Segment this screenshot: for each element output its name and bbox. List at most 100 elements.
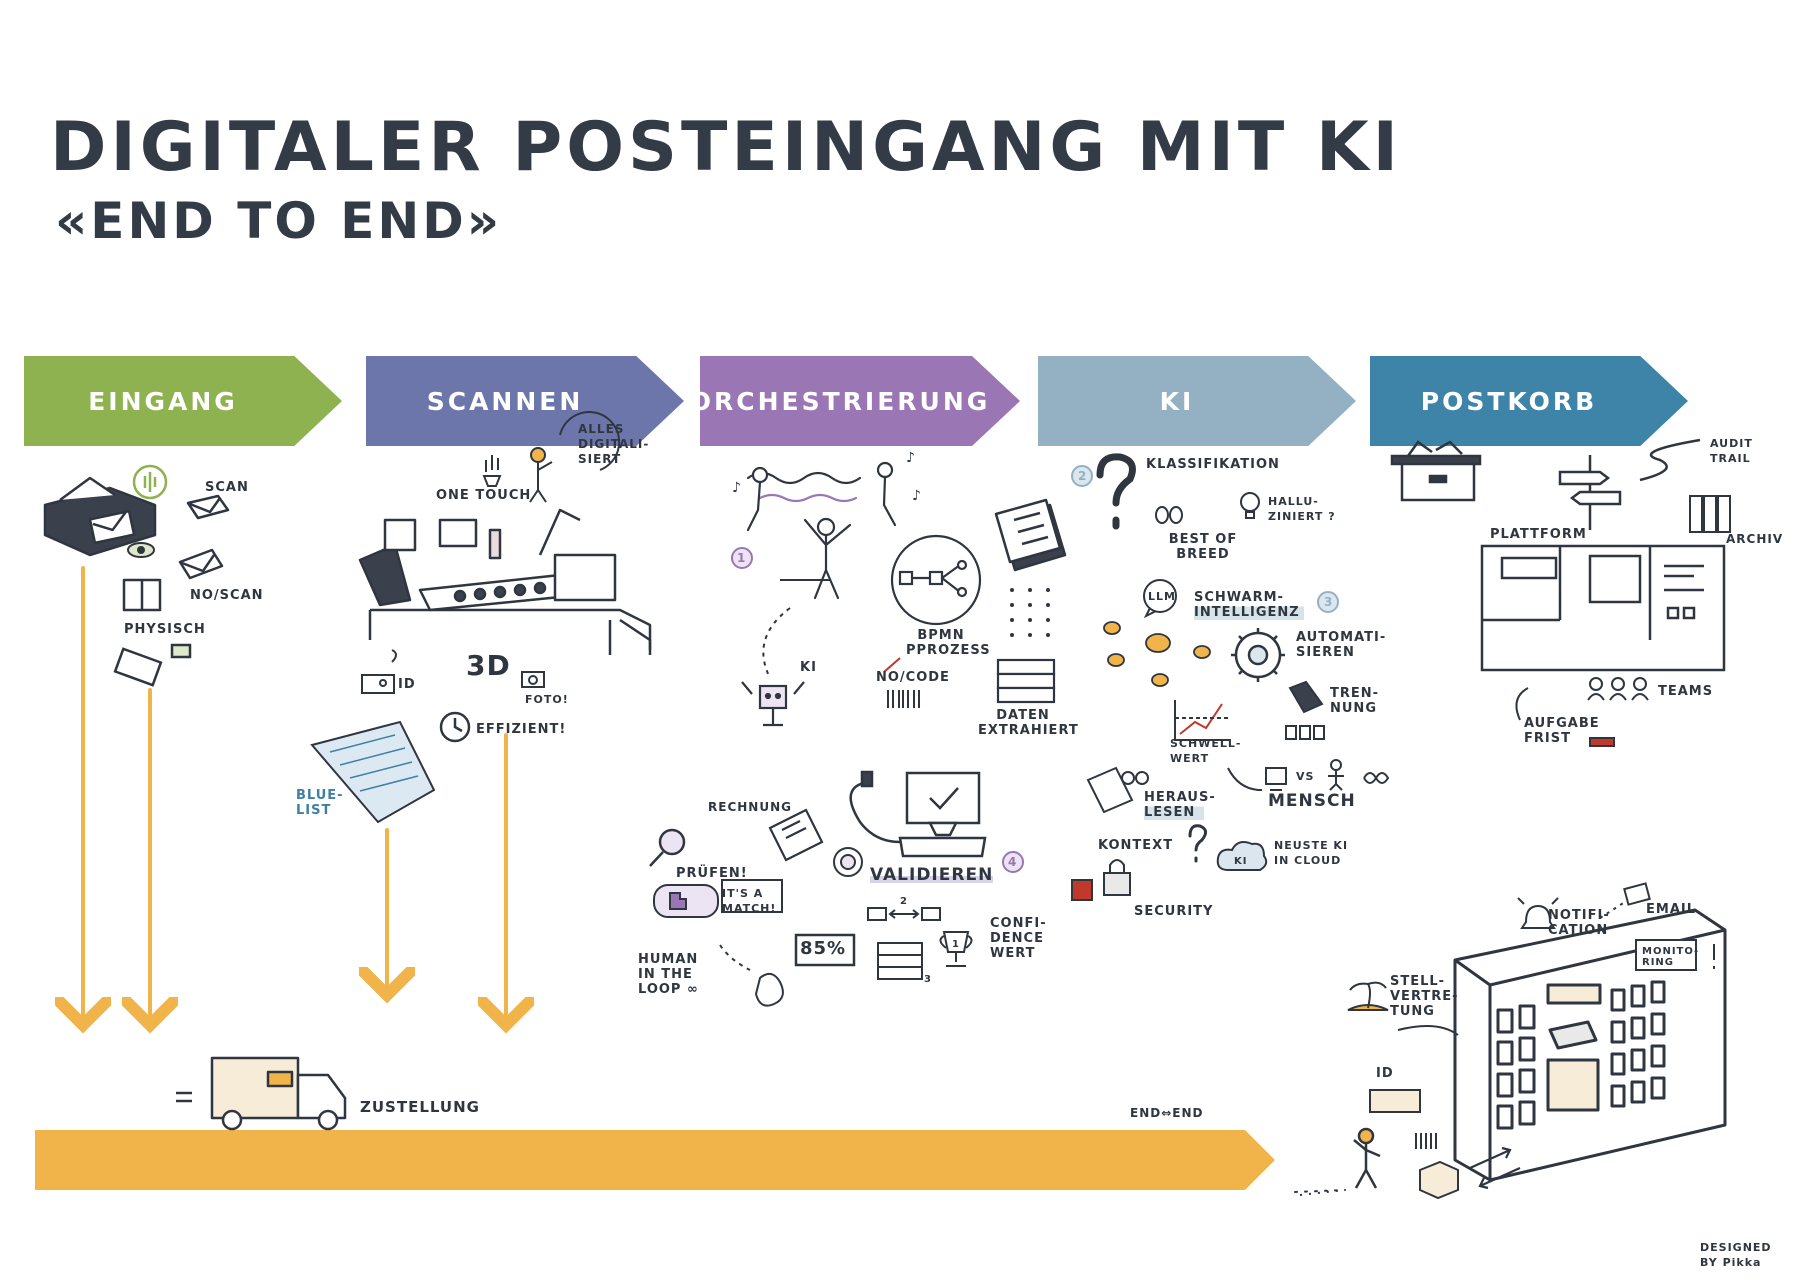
label-neuste-ki: NEUSTE KI IN CLOUD bbox=[1274, 839, 1349, 867]
island-vacation-icon bbox=[1347, 981, 1459, 1036]
puzzle-match-icon bbox=[653, 879, 783, 918]
label-3d: 3D bbox=[466, 649, 511, 682]
certificate-badge-icon bbox=[833, 847, 863, 877]
label-no-scan: NO/SCAN bbox=[190, 588, 264, 603]
bpmn-bubble-icon bbox=[890, 534, 982, 626]
label-schwarm: SCHWARM-INTELLIGENZ bbox=[1194, 590, 1304, 620]
scan-barcode-icon bbox=[1415, 1133, 1437, 1149]
stage-ki: KI bbox=[1038, 356, 1356, 446]
label-alles-digitalisiert: ALLES DIGITALI-SIERT bbox=[578, 422, 650, 466]
stage-orchestrierung: ORCHESTRIERUNG bbox=[700, 356, 1020, 446]
label-security: SECURITY bbox=[1134, 904, 1214, 919]
label-postkorb-id: ID bbox=[1376, 1066, 1394, 1081]
label-teams: TEAMS bbox=[1658, 684, 1714, 699]
label-rechnung: RECHNUNG bbox=[708, 800, 792, 814]
label-ki-cloud: KI bbox=[1234, 856, 1248, 867]
audio-scan-icon bbox=[132, 464, 168, 500]
calendar-flag-icon bbox=[1589, 737, 1615, 747]
page-subtitle: «END TO END» bbox=[55, 192, 503, 250]
arrows-compare-icon bbox=[867, 907, 941, 921]
label-archiv: ARCHIV bbox=[1726, 532, 1784, 546]
butterfly-icon bbox=[1155, 506, 1183, 524]
computer-vs-person-icon bbox=[1265, 759, 1390, 791]
label-ki-robot: KI bbox=[800, 660, 817, 675]
label-n1: 1 bbox=[952, 939, 960, 950]
label-klassifikation: KLASSIFIKATION bbox=[1146, 457, 1280, 472]
signpost-icon bbox=[1558, 438, 1701, 530]
label-mensch: MENSCH bbox=[1268, 791, 1356, 811]
label-end-to-end: END⇔END bbox=[1130, 1106, 1204, 1120]
lightbulb-icon bbox=[1240, 492, 1260, 519]
trophy-icon bbox=[939, 931, 973, 967]
svg-text:♪: ♪ bbox=[906, 450, 915, 466]
document-glasses-icon bbox=[1086, 766, 1149, 814]
delivery-arrow bbox=[35, 1130, 1275, 1190]
magnifier-icon bbox=[649, 828, 686, 867]
stage-orchestrierung-label: ORCHESTRIERUNG bbox=[689, 386, 991, 416]
label-foto: FOTO! bbox=[525, 693, 569, 706]
label-step1: 1 bbox=[737, 551, 747, 565]
svg-text:♪: ♪ bbox=[732, 480, 741, 496]
id-card-icon bbox=[113, 643, 192, 687]
archive-binders-icon bbox=[1689, 495, 1731, 533]
label-85-percent: 85% bbox=[800, 938, 847, 959]
monitoring-screen-icon bbox=[1635, 939, 1715, 971]
flow-arrows bbox=[83, 566, 506, 1025]
stage-postkorb-label: POSTKORB bbox=[1420, 386, 1598, 416]
mail-tray-icon bbox=[1390, 440, 1482, 502]
label-best-of-breed: BEST OF BREED bbox=[1168, 532, 1238, 562]
document-split-icon bbox=[1285, 680, 1325, 740]
invoice-icon bbox=[768, 808, 824, 862]
label-automatisieren: AUTOMATI-SIEREN bbox=[1296, 630, 1387, 660]
label-email: EMAIL bbox=[1646, 902, 1696, 917]
gear-icon bbox=[1231, 628, 1285, 682]
server-stack-icon bbox=[877, 942, 923, 980]
label-validieren: VALIDIEREN bbox=[870, 865, 994, 885]
kontext-question-icon bbox=[1188, 824, 1207, 863]
label-n3: 3 bbox=[924, 974, 932, 985]
label-pruefen: PRÜFEN! bbox=[676, 866, 748, 881]
stage-ki-label: KI bbox=[1159, 386, 1195, 416]
label-herauslesen: HERAUS-LESEN bbox=[1144, 790, 1216, 820]
label-step4: 4 bbox=[1008, 855, 1018, 869]
page-title: DIGITALER POSTEINGANG MIT KI bbox=[50, 108, 1402, 187]
ki-flow-line bbox=[1227, 767, 1262, 791]
label-trennung: TREN-NUNG bbox=[1330, 686, 1380, 716]
label-daten-extrahiert: DATEN EXTRAHIERT bbox=[978, 708, 1079, 738]
stage-scannen-label: SCANNEN bbox=[426, 386, 584, 416]
label-blue-list: BLUE-LIST bbox=[296, 788, 344, 818]
monitor-check-icon bbox=[849, 770, 987, 858]
label-notification: NOTIFI-CATION bbox=[1548, 908, 1610, 938]
threshold-graph-icon bbox=[1174, 700, 1230, 741]
label-physisch: PHYSISCH bbox=[124, 622, 206, 637]
package-icon bbox=[122, 578, 162, 612]
label-scan-id: ID bbox=[398, 677, 416, 692]
label-step2: 2 bbox=[1078, 469, 1088, 483]
conductor-orchestra-icon: ♪ ♪ ♪ bbox=[732, 450, 921, 600]
scanner-machine-icon bbox=[358, 508, 652, 655]
label-human-loop: HUMAN IN THE LOOP ∞ bbox=[638, 952, 699, 997]
step2-circle bbox=[1071, 465, 1093, 487]
label-aufgabe-frist: AUFGABE FRIST bbox=[1524, 716, 1600, 746]
data-dots-icon bbox=[1010, 588, 1050, 637]
hand-gesture-icon bbox=[719, 944, 784, 1007]
label-zustellung: ZUSTELLUNG bbox=[360, 1098, 480, 1116]
label-its-a-match: IT'S A MATCH! bbox=[722, 887, 777, 915]
blue-list-document-icon bbox=[310, 720, 436, 824]
stage-eingang-label: EINGANG bbox=[88, 386, 238, 416]
llm-bubble-icon bbox=[1143, 579, 1177, 619]
stage-eingang: EINGANG bbox=[24, 356, 342, 446]
label-n2: 2 bbox=[900, 896, 908, 907]
platform-board-icon bbox=[1480, 544, 1726, 672]
step4-circle bbox=[1002, 851, 1024, 873]
truck-icon bbox=[176, 1056, 347, 1131]
locker-station-icon bbox=[1453, 908, 1727, 1182]
svg-text:♪: ♪ bbox=[912, 488, 921, 504]
label-stellvertretung: STELL-VERTRE-TUNG bbox=[1390, 974, 1459, 1019]
parcel-icon bbox=[1419, 1160, 1459, 1200]
label-plattform: PLATTFORM bbox=[1490, 527, 1587, 542]
robot-icon bbox=[741, 681, 805, 727]
barcode-icon bbox=[887, 690, 920, 708]
database-server-icon bbox=[996, 658, 1056, 704]
